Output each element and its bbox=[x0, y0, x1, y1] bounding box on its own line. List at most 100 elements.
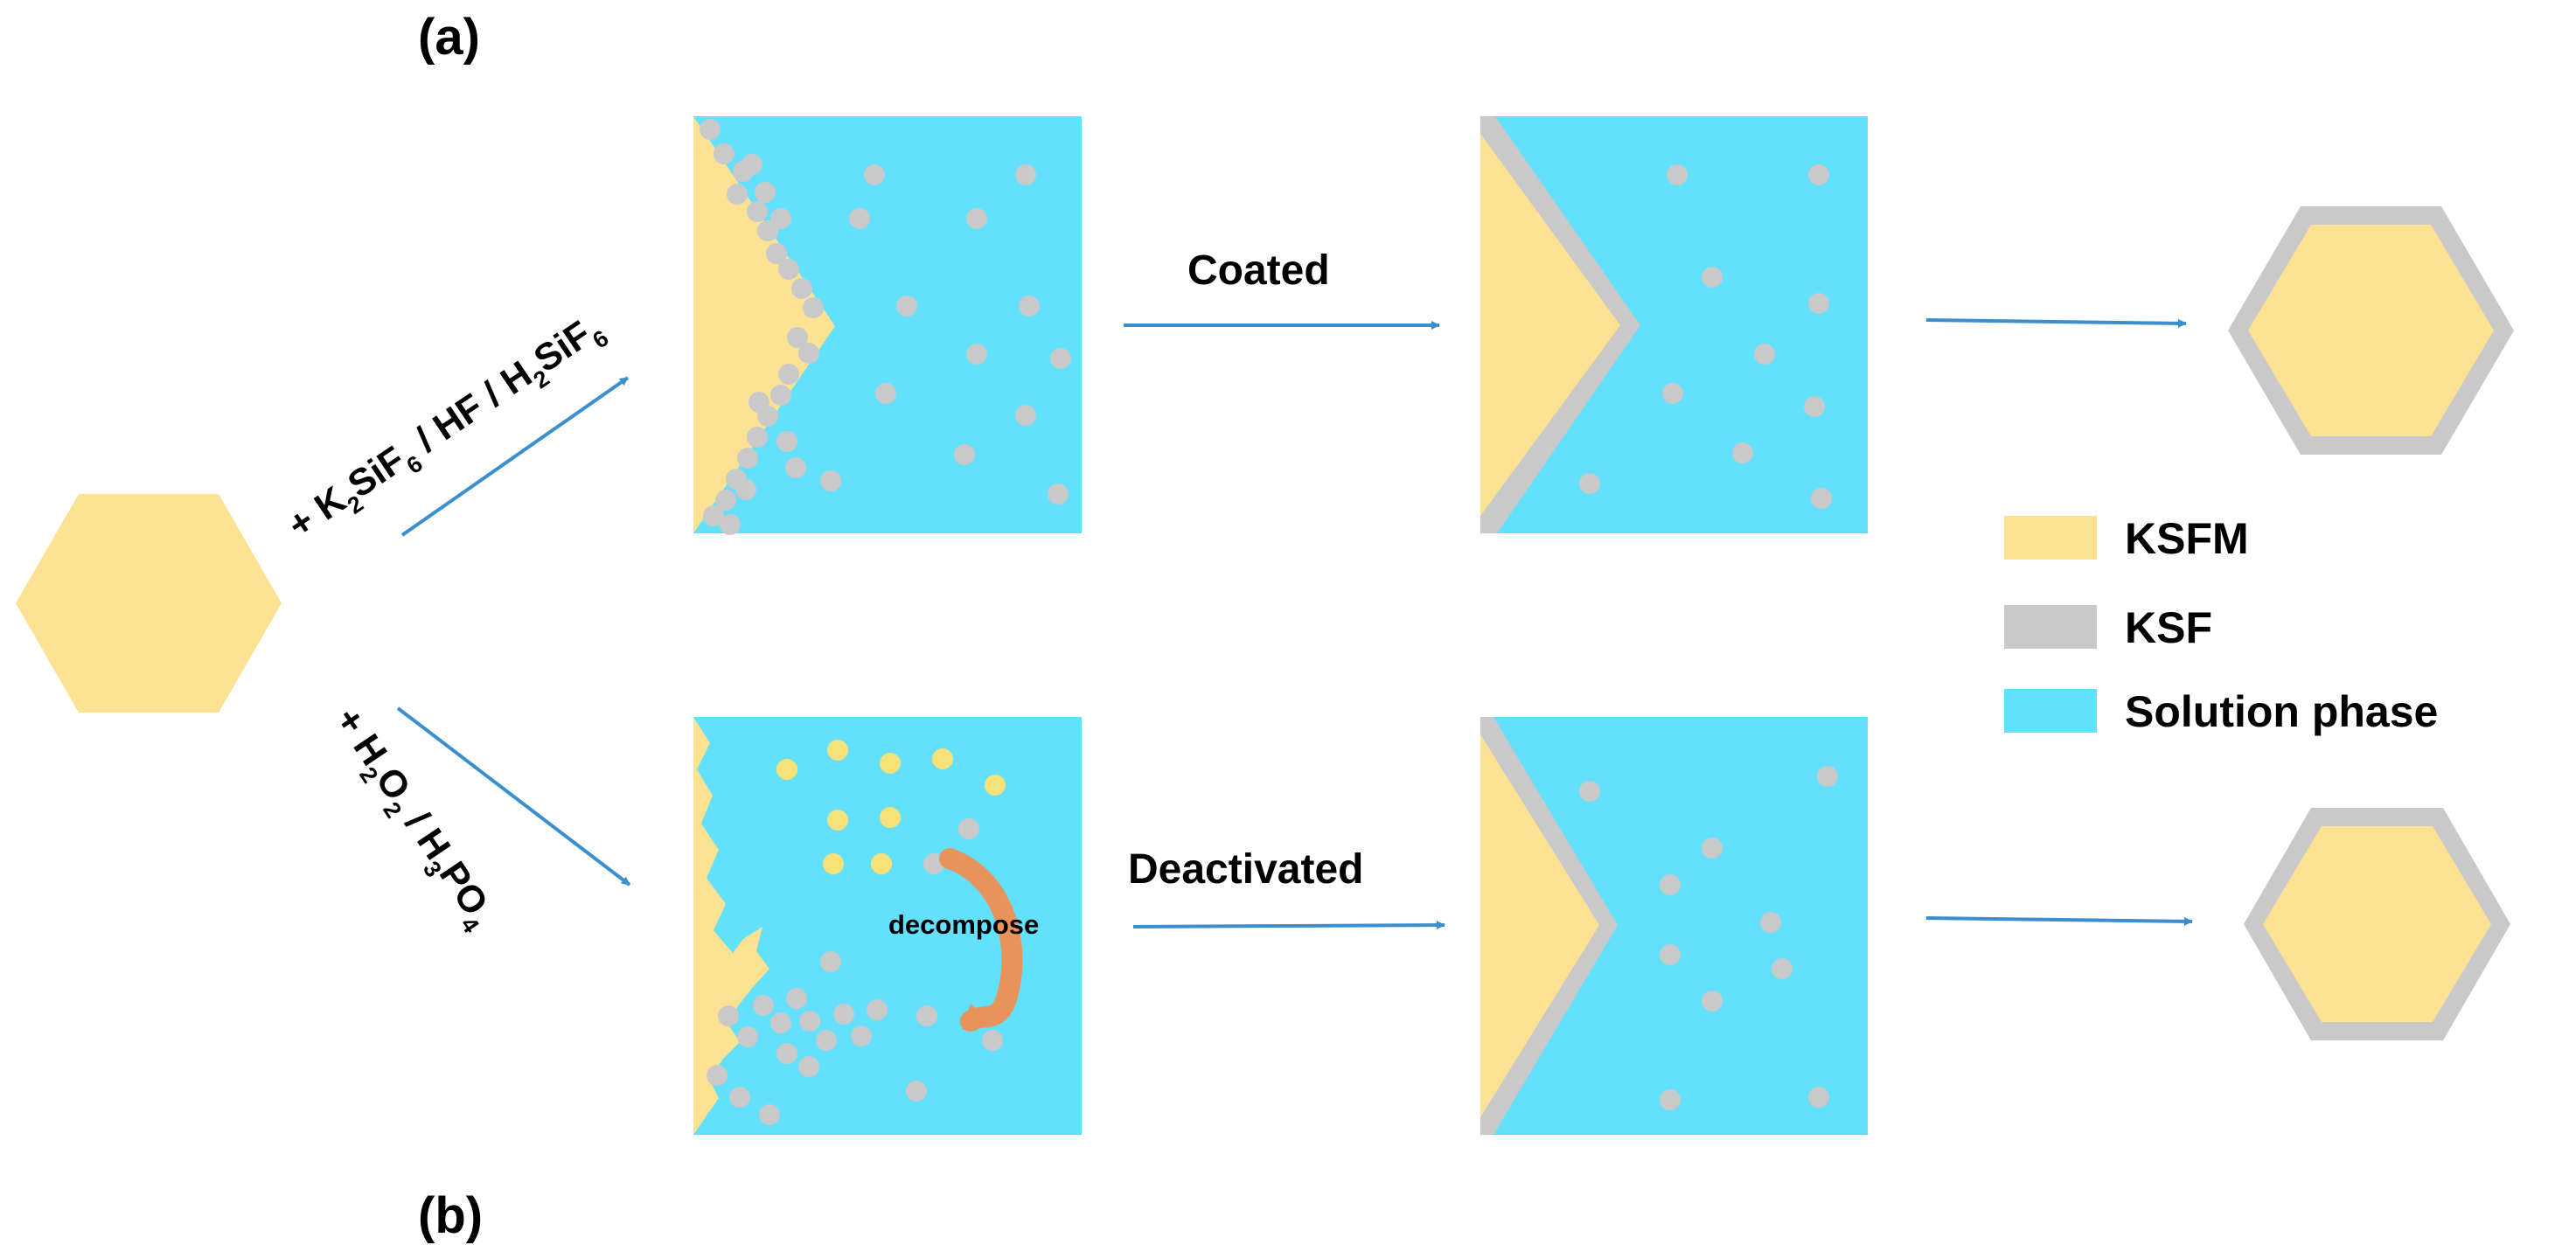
ksf-particle bbox=[1015, 164, 1036, 185]
ksf-particle bbox=[958, 818, 979, 839]
coated-label: Coated bbox=[1187, 247, 1330, 294]
ksf-particle bbox=[791, 278, 812, 299]
deactivated-arrow bbox=[1132, 921, 1445, 930]
ksf-particle bbox=[798, 343, 819, 364]
ksf-particle bbox=[1702, 838, 1723, 859]
ksf-particle bbox=[1667, 164, 1688, 185]
ksf-particle bbox=[747, 427, 768, 448]
ksf-particle bbox=[715, 490, 736, 511]
ksfm-wedge bbox=[1480, 734, 1599, 1117]
ksf-particle bbox=[1660, 1089, 1681, 1110]
yellow-particle bbox=[871, 853, 892, 874]
ksf-particle bbox=[867, 999, 888, 1020]
ksf-particle bbox=[982, 1030, 1003, 1051]
ksf-particle bbox=[1808, 164, 1829, 185]
decompose-label: decompose bbox=[888, 909, 1039, 940]
yellow-particle bbox=[985, 775, 1006, 796]
ksf-particle bbox=[1660, 944, 1681, 965]
yellow-particle bbox=[932, 748, 953, 769]
ksf-particle bbox=[787, 327, 808, 348]
yellow-particle bbox=[880, 753, 901, 774]
ksf-particle bbox=[770, 208, 791, 229]
bottom-reagent-label: + H2O2 / H3PO4 bbox=[321, 700, 504, 938]
deactivated-label: Deactivated bbox=[1128, 846, 1363, 893]
ksf-particle bbox=[820, 951, 841, 972]
ksf-particle bbox=[778, 364, 799, 385]
bottom-result-arrow bbox=[1925, 916, 2193, 926]
ksf-particle bbox=[778, 259, 799, 280]
panel-label-a: (a) bbox=[418, 9, 480, 66]
panel-label-b: (b) bbox=[418, 1187, 483, 1244]
ksf-particle bbox=[718, 1005, 739, 1026]
ksf-particle bbox=[727, 184, 748, 205]
ksf-particle bbox=[785, 457, 806, 478]
ksf-particle bbox=[720, 514, 741, 535]
ksf-particle bbox=[755, 182, 776, 203]
ksf-particle bbox=[737, 1026, 758, 1047]
legend-label-solution-phase: Solution phase bbox=[2125, 687, 2438, 736]
top-reagent-arrow bbox=[400, 376, 630, 537]
ksf-particle bbox=[966, 208, 987, 229]
yellow-particle bbox=[776, 759, 797, 780]
ksf-particle bbox=[700, 119, 721, 140]
ksf-particle bbox=[820, 470, 841, 491]
ksfm-wedge bbox=[1480, 134, 1620, 516]
ksf-particle bbox=[707, 1065, 728, 1086]
ksf-particle bbox=[741, 154, 762, 175]
top-reagent-label: + K2SiF6 / HF / H2SiF6 bbox=[281, 306, 614, 553]
ksf-particle bbox=[1702, 267, 1723, 288]
ksf-particle bbox=[816, 1030, 837, 1051]
ksf-particle bbox=[896, 296, 917, 316]
ksf-particle bbox=[851, 1026, 872, 1047]
ksf-particle bbox=[1579, 781, 1600, 802]
ksf-particle bbox=[766, 243, 787, 264]
yellow-particle bbox=[827, 810, 848, 831]
legend-item-ksf: KSF bbox=[2004, 603, 2212, 652]
ksf-particle bbox=[759, 1104, 780, 1125]
ksf-particle bbox=[906, 1081, 927, 1102]
ksf-particle bbox=[1048, 483, 1069, 504]
ksf-particle bbox=[747, 201, 768, 222]
ksf-particle bbox=[776, 1043, 797, 1064]
ksf-particle bbox=[1772, 958, 1793, 979]
initial-ksfm-hexagon bbox=[16, 494, 282, 713]
ksf-particle bbox=[737, 448, 758, 469]
ksf-particle bbox=[833, 1004, 854, 1025]
yellow-particle bbox=[827, 740, 848, 761]
yellow-particle bbox=[880, 807, 901, 828]
ksf-particle bbox=[748, 392, 769, 413]
ksf-particle bbox=[803, 297, 824, 318]
coated-panel bbox=[1480, 116, 1868, 533]
ksf-particle bbox=[757, 220, 778, 241]
ksf-particle bbox=[1660, 874, 1681, 895]
ksf-particle bbox=[1702, 991, 1723, 1012]
ksf-particle bbox=[966, 344, 987, 365]
legend-item-solution-phase: Solution phase bbox=[2004, 687, 2438, 736]
ksf-particle bbox=[954, 444, 975, 465]
top-result-arrow bbox=[1925, 318, 2187, 328]
ksfm-wedge bbox=[693, 116, 835, 533]
ksf-particle bbox=[1015, 405, 1036, 426]
ksf-particle bbox=[849, 208, 870, 229]
ksf-particle bbox=[753, 995, 774, 1016]
ksf-particle bbox=[729, 1087, 750, 1108]
legend-swatch-solution-phase bbox=[2004, 689, 2097, 733]
ksf-particle bbox=[1019, 296, 1040, 316]
deactivated-panel bbox=[1480, 717, 1868, 1135]
ksf-particle bbox=[864, 164, 885, 185]
ksf-particle bbox=[799, 1011, 820, 1032]
ksf-particle bbox=[770, 385, 791, 406]
ksf-particle bbox=[875, 383, 896, 404]
legend-item-ksfm: KSFM bbox=[2004, 514, 2249, 563]
ksf-particle bbox=[1732, 442, 1753, 463]
ksf-particle bbox=[735, 479, 756, 500]
ksf-particle bbox=[1817, 766, 1838, 787]
bottom-reagent-arrow bbox=[396, 706, 631, 887]
etched-ksfm-wedge bbox=[693, 717, 769, 1135]
ksf-particle bbox=[798, 1056, 819, 1077]
ksf-particle bbox=[770, 1012, 791, 1033]
ksf-particle bbox=[1808, 293, 1829, 314]
decompose-arrow bbox=[939, 848, 1023, 1032]
ksf-particle bbox=[1808, 1087, 1829, 1108]
